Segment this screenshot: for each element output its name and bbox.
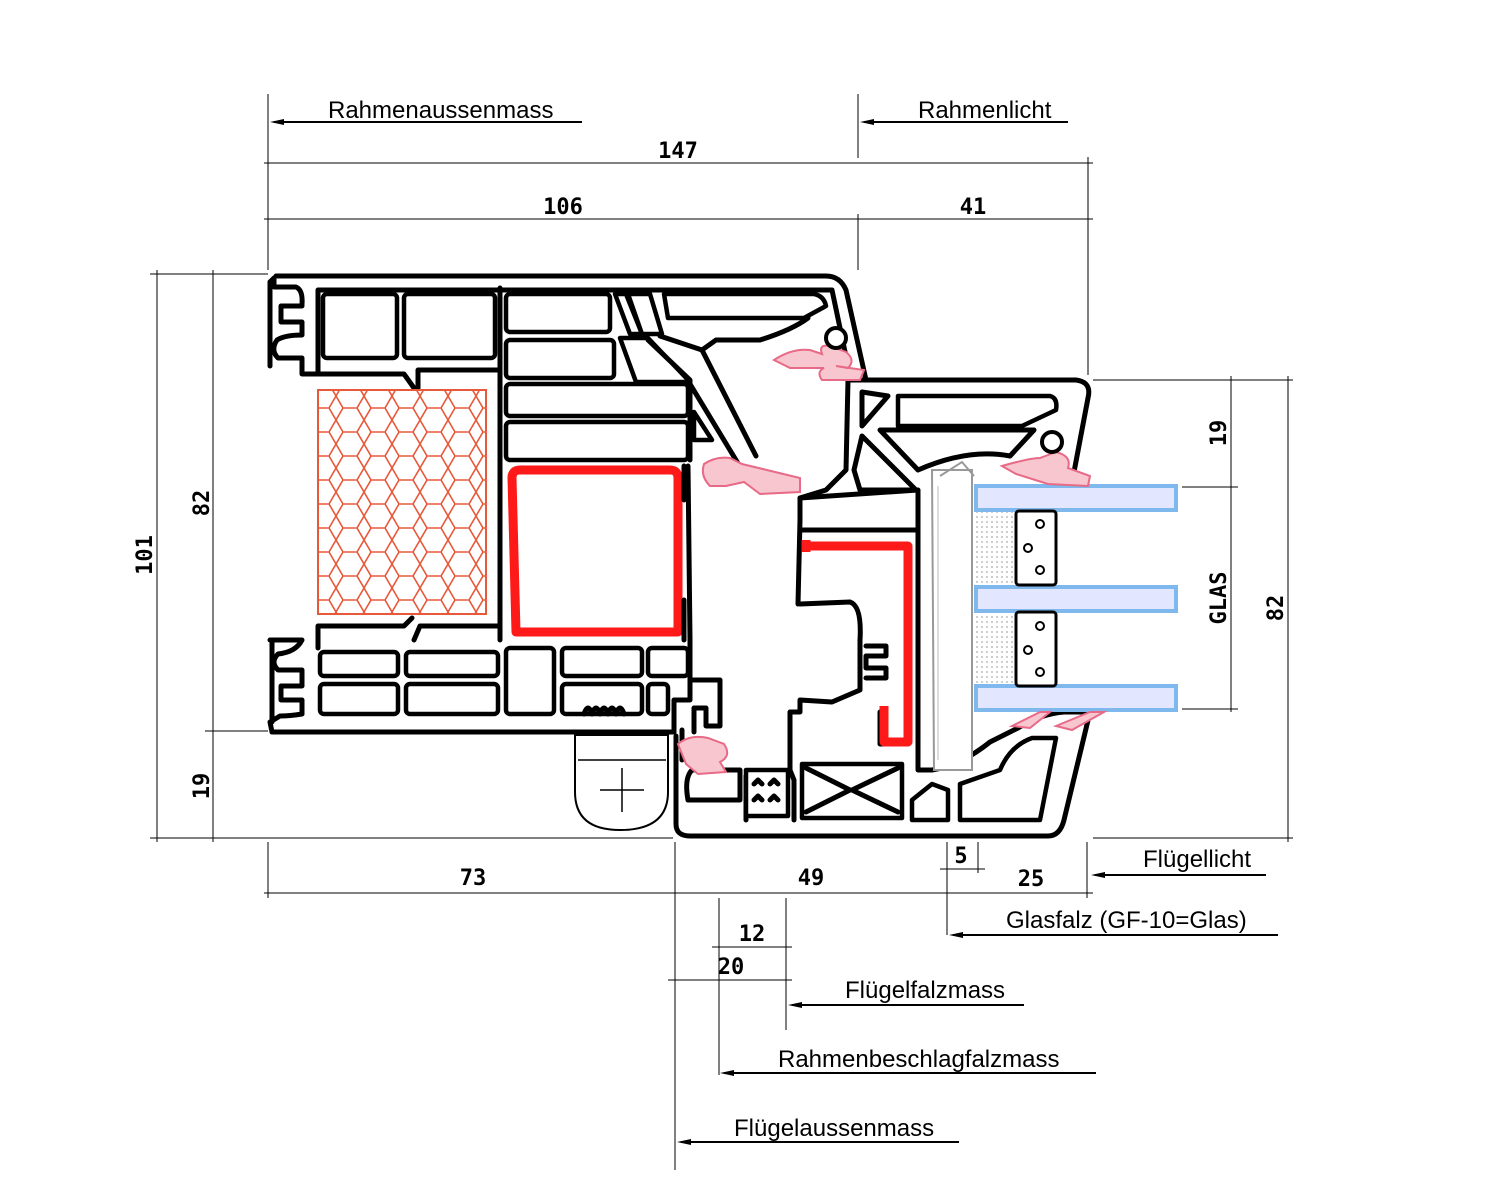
dim-glass-top: 19 xyxy=(1207,420,1232,447)
dim-bottom-left: 73 xyxy=(460,866,487,891)
label-fluegellicht: Flügellicht xyxy=(1143,846,1251,873)
insulation-fill xyxy=(317,389,487,615)
dim-glass-rebate: 5 xyxy=(954,844,967,869)
dim-glass-height: 82 xyxy=(1264,595,1289,622)
triple-glazing xyxy=(974,484,1178,712)
glass-pane-middle xyxy=(974,585,1178,613)
gaskets xyxy=(676,326,1108,776)
label-rahmenbeschlagfalzmass: Rahmenbeschlagfalzmass xyxy=(778,1046,1059,1073)
frame-profile xyxy=(267,273,869,832)
dim-fitting-rebate: 20 xyxy=(718,955,745,980)
right-dimensions: 19 GLAS 82 xyxy=(1093,376,1293,842)
glass-pane-outer xyxy=(974,484,1178,512)
dim-frame-height: 82 xyxy=(190,490,215,517)
glass-label: GLAS xyxy=(1207,572,1232,625)
dim-sash-light: 25 xyxy=(1018,867,1045,892)
dim-light-width: 41 xyxy=(960,195,987,220)
dim-total-height: 101 xyxy=(133,535,158,575)
left-dimensions: 101 82 19 xyxy=(133,270,673,842)
bottom-dimensions: 73 49 25 5 12 20 Flügellicht Glasfalz (G… xyxy=(264,842,1278,1170)
dim-total-width: 147 xyxy=(658,139,698,164)
dim-sash-width: 49 xyxy=(798,866,825,891)
spacer-bottom xyxy=(1014,610,1058,688)
glass-pane-inner xyxy=(974,684,1178,712)
label-fluegelaussenmass: Flügelaussenmass xyxy=(734,1115,934,1142)
dim-sash-rebate: 12 xyxy=(739,922,766,947)
label-glasfalz: Glasfalz (GF-10=Glas) xyxy=(1006,907,1247,934)
sash-steel-reinforcement xyxy=(806,541,913,747)
spacer-top xyxy=(1014,509,1058,587)
dim-frame-bottom: 19 xyxy=(190,773,215,800)
dim-frame-width: 106 xyxy=(543,195,583,220)
label-rahmenaussenmass: Rahmenaussenmass xyxy=(328,97,553,124)
frame-steel-reinforcement xyxy=(507,465,683,637)
top-dimensions: Rahmenaussenmass Rahmenlicht 147 106 41 xyxy=(264,94,1093,375)
label-fluegelfalzmass: Flügelfalzmass xyxy=(845,977,1005,1004)
label-rahmenlicht: Rahmenlicht xyxy=(918,97,1052,124)
